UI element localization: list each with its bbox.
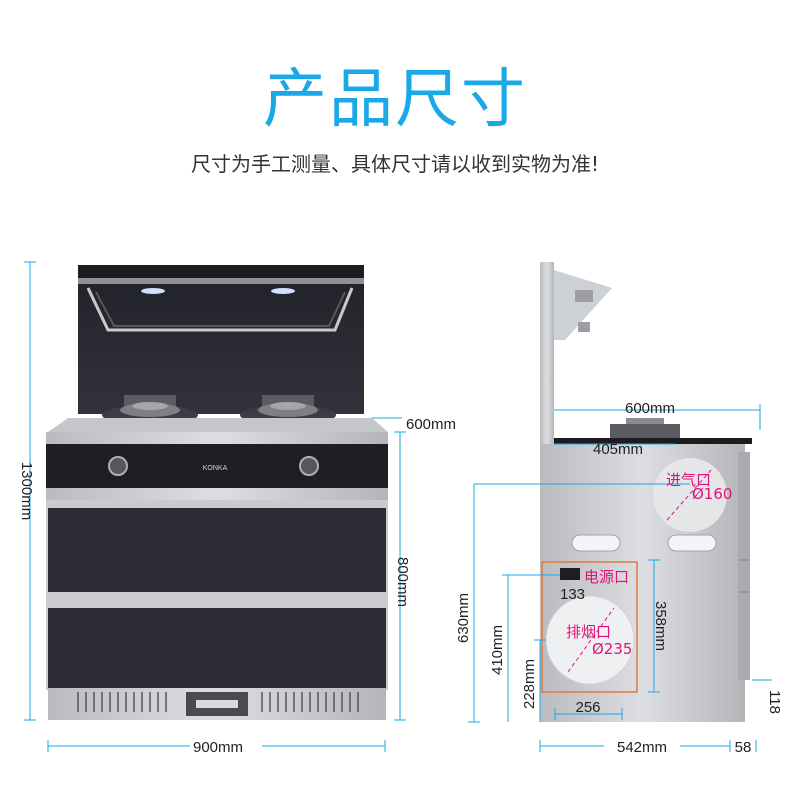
base-vent <box>77 692 359 712</box>
knob-right-icon <box>299 456 319 476</box>
lower-drawer <box>48 608 386 688</box>
inlet-diameter-label: Ø160 <box>692 485 732 503</box>
width-256-label: 256 <box>575 699 600 716</box>
height-total-label: 1300mm <box>18 462 35 520</box>
height-118-label: 118 <box>766 690 783 714</box>
depth-label: 600mm <box>406 416 456 433</box>
power-port-label: 电源口 <box>584 568 629 586</box>
side-depth-extra-label: 58 <box>735 739 752 756</box>
exhaust-diameter-label: Ø235 <box>592 640 632 658</box>
upper-drawer <box>48 508 386 592</box>
burner-left-icon <box>102 395 198 425</box>
height-228-label: 228mm <box>521 659 538 709</box>
exhaust-label: 排烟口 <box>566 623 611 641</box>
width-label: 900mm <box>193 739 243 756</box>
front-view: KONKA <box>46 265 388 720</box>
height-630-label: 630mm <box>455 593 472 643</box>
side-view <box>540 262 752 722</box>
inlet-label: 进气口 <box>666 471 711 489</box>
side-depth-top-label: 600mm <box>625 400 675 417</box>
height-358-label: 358mm <box>652 601 669 651</box>
side-depth-inner-label: 405mm <box>593 441 643 458</box>
page-title: 产品尺寸 <box>263 63 527 137</box>
side-burner-icon <box>610 424 680 438</box>
brand-logo: KONKA <box>203 465 228 472</box>
cabinet-height-label: 800mm <box>394 557 411 607</box>
rear-port-area <box>541 561 638 693</box>
knob-left-icon <box>108 456 128 476</box>
side-depth-body-label: 542mm <box>617 739 667 756</box>
height-410-label: 410mm <box>489 625 506 675</box>
page-subtitle: 尺寸为手工测量、具体尺寸请以收到实物为准! <box>190 152 600 176</box>
power-offset-label: 133 <box>560 586 585 603</box>
power-socket-icon <box>560 568 580 580</box>
side-dimension-lines <box>468 404 772 752</box>
